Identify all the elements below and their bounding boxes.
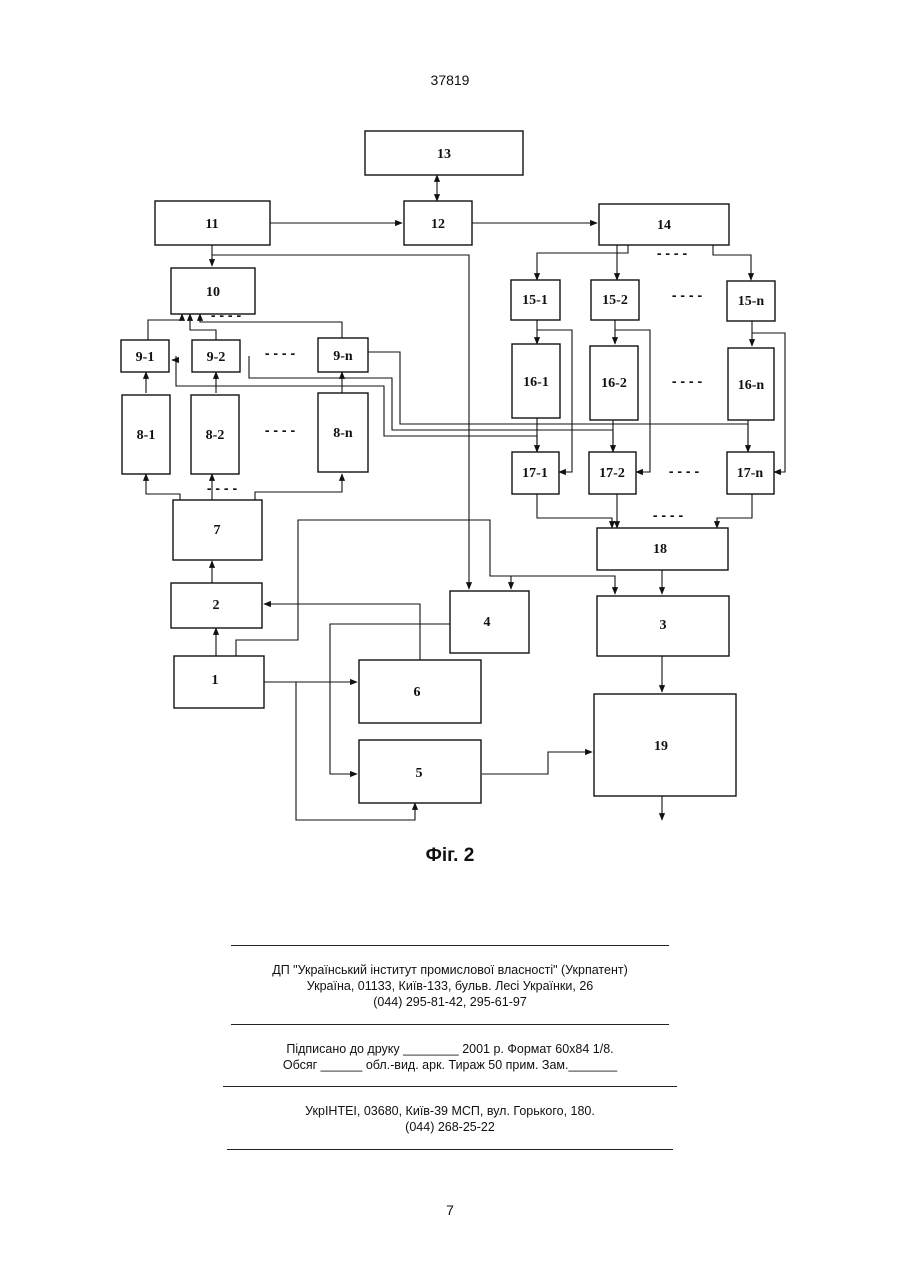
block-16-2: 16-2	[590, 346, 638, 420]
block-label: 18	[653, 542, 667, 557]
block-label: 4	[484, 615, 491, 630]
block-label: 16-1	[523, 375, 549, 390]
ellipsis-mark: - - - -	[672, 373, 703, 389]
block-17-2: 17-2	[589, 452, 636, 494]
publisher-line-1: ДП "Український інститут промислової вла…	[0, 963, 900, 979]
publisher-line-2: Україна, 01133, Київ-133, бульв. Лесі Ук…	[0, 979, 900, 995]
ellipsis-mark: - - - -	[653, 507, 684, 523]
block-8-1: 8-1	[122, 395, 170, 474]
block-label: 9-1	[136, 350, 155, 365]
divider	[227, 1149, 673, 1150]
ellipsis-mark: - - - -	[669, 463, 700, 479]
block-label: 17-n	[737, 466, 764, 481]
block-label: 7	[214, 523, 221, 538]
ellipsis-mark: - - - -	[672, 287, 703, 303]
block-12: 12	[404, 201, 472, 245]
block-label: 12	[431, 217, 445, 232]
block-label: 3	[660, 618, 667, 633]
block-label: 16-2	[601, 376, 627, 391]
block-label: 10	[206, 285, 220, 300]
ellipsis-mark: - - - -	[265, 345, 296, 361]
page-number: 7	[0, 1202, 900, 1218]
print-info-line-2: Обсяг ______ обл.-вид. арк. Тираж 50 при…	[0, 1058, 900, 1074]
printer-line-2: (044) 268-25-22	[0, 1120, 900, 1136]
block-17-1: 17-1	[512, 452, 559, 494]
block-2: 2	[171, 583, 262, 628]
block-5: 5	[359, 740, 481, 803]
block-label: 8-2	[206, 428, 225, 443]
block-label: 9-2	[207, 350, 226, 365]
block-label: 2	[213, 598, 220, 613]
block-9-2: 9-2	[192, 340, 240, 372]
ellipsis-mark: - - - -	[207, 480, 238, 496]
block-6: 6	[359, 660, 481, 723]
block-19: 19	[594, 694, 736, 796]
block-label: 11	[205, 217, 218, 232]
divider	[223, 1086, 677, 1087]
block-label: 6	[414, 685, 421, 700]
block-16-n: 16-n	[728, 348, 774, 420]
divider	[231, 945, 669, 946]
block-label: 8-n	[333, 426, 353, 441]
print-info-line-1: Підписано до друку ________ 2001 р. Форм…	[0, 1042, 900, 1058]
block-13: 13	[365, 131, 523, 175]
block-4: 4	[450, 591, 529, 653]
ellipsis-mark: - - - -	[211, 307, 242, 323]
block-label: 19	[654, 739, 668, 754]
block-label: 14	[657, 218, 671, 233]
printer-line-1: УкрІНТЕІ, 03680, Київ-39 МСП, вул. Горьк…	[0, 1104, 900, 1120]
divider	[231, 1024, 669, 1025]
block-8-n: 8-n	[318, 393, 368, 472]
block-15-1: 15-1	[511, 280, 560, 320]
block-1: 1	[174, 656, 264, 708]
block-label: 15-2	[602, 293, 628, 308]
block-label: 1	[212, 673, 219, 688]
block-11: 11	[155, 201, 270, 245]
ellipsis-mark: - - - -	[657, 245, 688, 261]
block-3: 3	[597, 596, 729, 656]
block-label: 17-1	[522, 466, 548, 481]
block-diagram: 13 11 12 14 10 9-1 9-2 9-n 8-1 8-2 8-n	[0, 0, 900, 900]
block-17-n: 17-n	[727, 452, 774, 494]
block-8-2: 8-2	[191, 395, 239, 474]
ellipsis-mark: - - - -	[265, 422, 296, 438]
block-18: 18	[597, 528, 728, 570]
block-label: 8-1	[137, 428, 156, 443]
block-label: 5	[416, 766, 423, 781]
block-7: 7	[173, 500, 262, 560]
block-15-2: 15-2	[591, 280, 639, 320]
block-9-n: 9-n	[318, 338, 368, 372]
block-16-1: 16-1	[512, 344, 560, 418]
block-label: 15-1	[522, 293, 548, 308]
figure-caption: Фіг. 2	[0, 845, 900, 867]
block-15-n: 15-n	[727, 281, 775, 321]
publisher-line-3: (044) 295-81-42, 295-61-97	[0, 995, 900, 1011]
block-label: 15-n	[738, 294, 765, 309]
block-14: 14	[599, 204, 729, 245]
block-label: 16-n	[738, 378, 765, 393]
block-label: 17-2	[599, 466, 625, 481]
block-9-1: 9-1	[121, 340, 169, 372]
block-label: 13	[437, 147, 451, 162]
block-label: 9-n	[333, 349, 353, 364]
